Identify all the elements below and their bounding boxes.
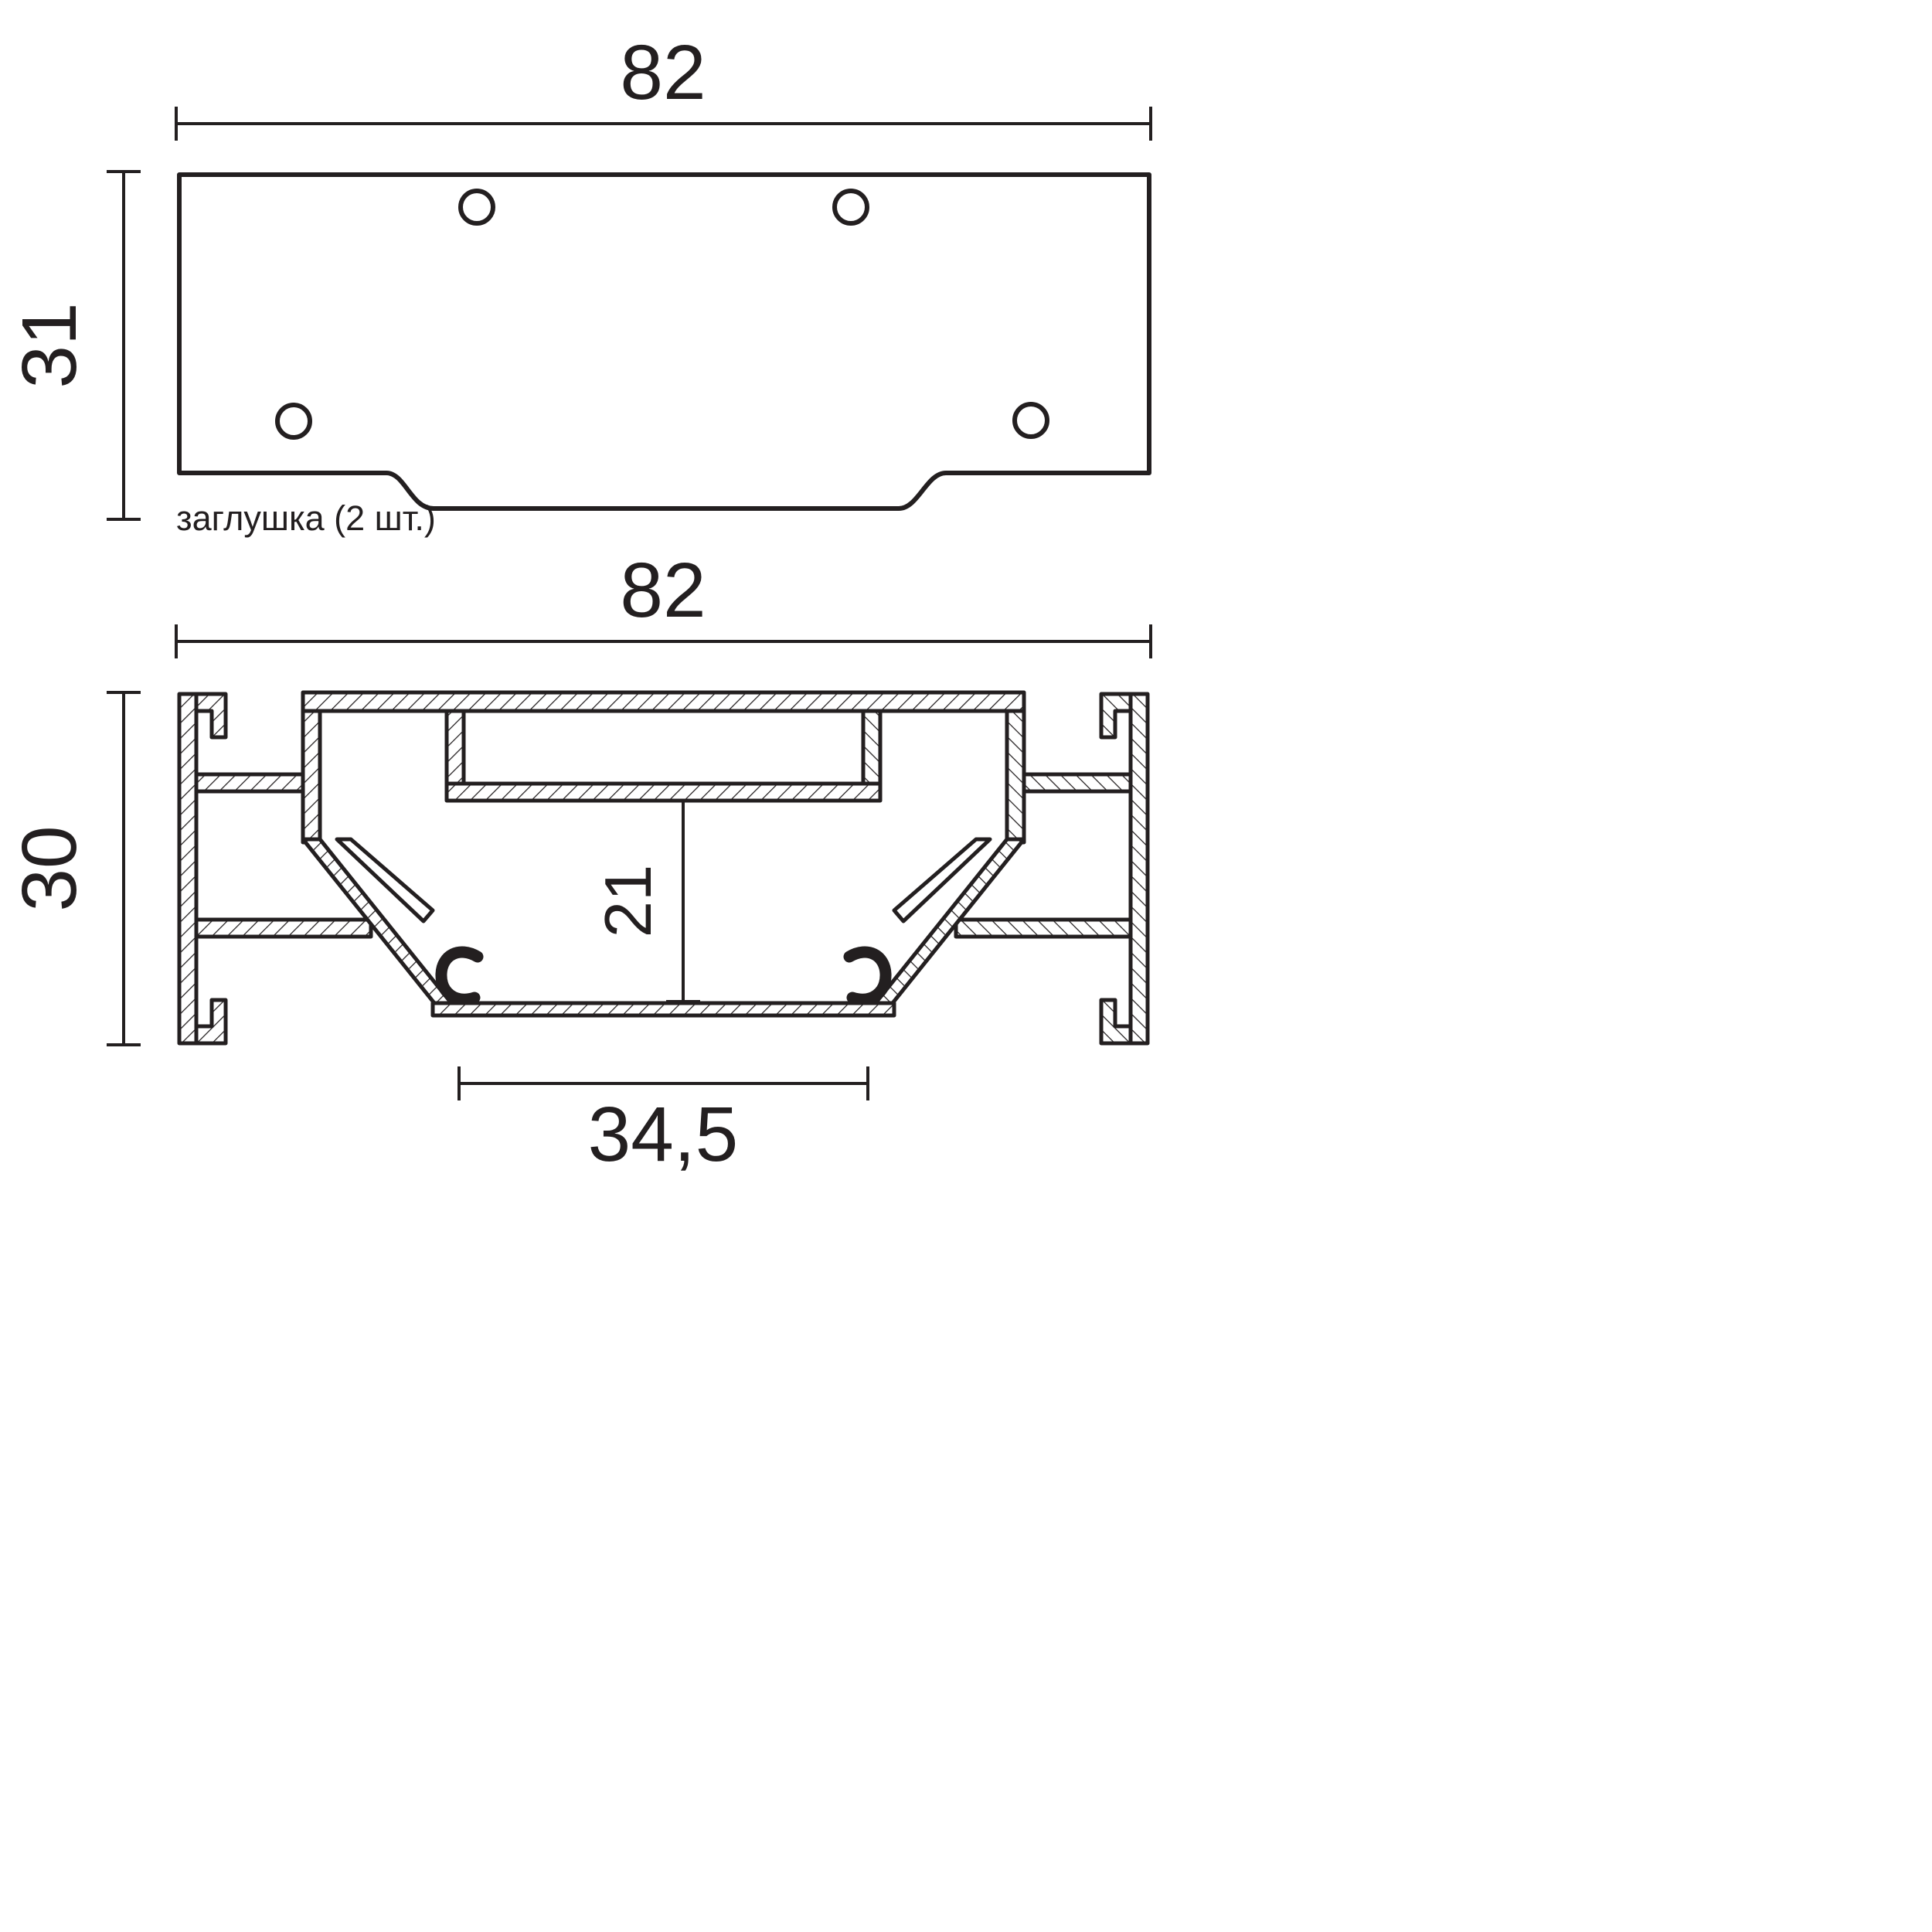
profile-right-half <box>849 694 1148 1043</box>
profile-height-label: 30 <box>6 825 93 911</box>
end-cap-caption: заглушка (2 шт.) <box>176 498 436 538</box>
end-cap-outline <box>177 172 1151 511</box>
end-cap-hole <box>275 403 312 440</box>
upper-web <box>194 772 311 794</box>
channel-bottom-wall <box>444 781 883 803</box>
end-cap-hole <box>1012 402 1049 439</box>
dim-end-cap-height: 31 <box>6 170 141 521</box>
top-outer-flange <box>194 692 228 740</box>
opening-width-label: 34,5 <box>588 1091 739 1178</box>
spring-fin <box>335 837 435 923</box>
bottom-plate <box>430 1001 896 1018</box>
dim-end-cap-width: 82 <box>175 29 1152 141</box>
inner-vertical-wall <box>301 707 322 845</box>
bottom-outer-flange <box>194 998 228 1046</box>
channel-side-wall <box>444 707 466 789</box>
dim-opening-width: 34,5 <box>457 1066 869 1178</box>
dim-profile-height: 30 <box>6 691 141 1046</box>
profile-width-label: 82 <box>620 547 706 634</box>
inner-height-label: 21 <box>592 865 665 938</box>
end-cap-hole <box>832 189 869 226</box>
dim-inner-height: 21 <box>592 799 700 1003</box>
end-cap-view: 82 31 заглушка (2 шт.) <box>6 29 1152 538</box>
end-cap-width-label: 82 <box>620 29 706 116</box>
profile-section-view: 82 30 <box>6 547 1151 1178</box>
end-cap-hole <box>458 189 495 226</box>
lower-web <box>194 917 373 939</box>
dim-profile-width: 82 <box>175 547 1152 658</box>
top-wall <box>301 690 1026 713</box>
end-cap-height-label: 31 <box>6 302 93 388</box>
profile-left-half <box>177 692 484 1046</box>
outer-side-wall <box>177 692 199 1046</box>
clip-hook <box>435 946 484 1005</box>
